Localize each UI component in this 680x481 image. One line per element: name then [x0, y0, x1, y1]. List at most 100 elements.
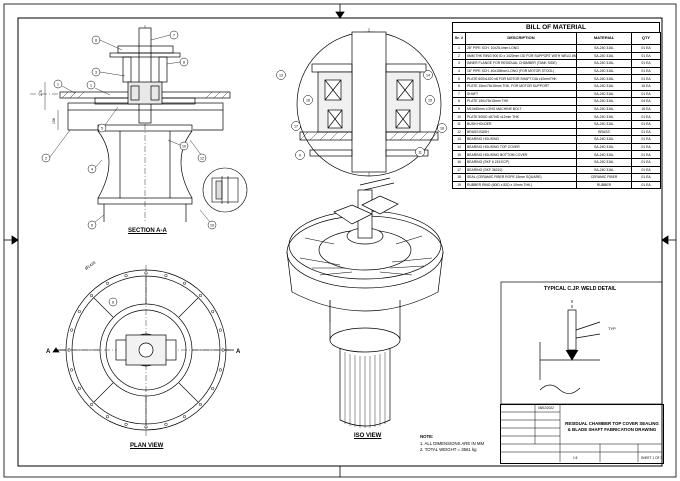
bolt-hole	[105, 281, 110, 285]
weld-detail-title: TYPICAL C.JP. WELD DETAIL	[543, 286, 617, 292]
bom-cell-no: 13	[452, 135, 466, 144]
section-a-a-view	[30, 25, 231, 223]
balloon-6: 6	[112, 300, 114, 304]
bom-cell-description: PLATE 600x1420 x8 FOR MOTOR SHAFT DIA x1…	[465, 74, 577, 83]
bom-cell-description: BEARING HOUSING	[465, 135, 577, 144]
plan-bolt-holes	[67, 271, 225, 429]
balloon-8b: 8	[183, 60, 185, 64]
balloon-14: 14	[426, 73, 430, 77]
title-block-grid	[500, 404, 662, 462]
bom-cell-material: SA-240 316L	[576, 89, 632, 99]
bom-cell-qty: 01 EA	[631, 51, 661, 61]
bom-cell-qty: 01 EA	[631, 112, 661, 121]
dimension-275: 275	[39, 90, 43, 96]
bom-cell-qty: 01 EA	[631, 180, 661, 190]
iso-view-label: ISO VIEW	[354, 433, 382, 439]
balloon-1b: 1	[57, 82, 59, 86]
balloon-17: 17	[294, 124, 298, 128]
section-balloons	[41, 30, 217, 230]
bom-cell-description: BEARING (SKF 6 215 ECP)	[465, 157, 577, 167]
plan-view	[60, 265, 232, 436]
bom-cell-description: SHAFT	[465, 89, 577, 99]
bom-cell-qty: 01 EA	[631, 119, 661, 129]
bolt-hole	[77, 386, 81, 391]
bom-cell-description: RUBBER RING (60ID x 82D x 10mm THK.)	[465, 180, 577, 190]
bom-cell-qty: 16 EA	[631, 81, 661, 91]
drawing-title-line1: RESIDUAL CHAMBER TOP COVER SEALING	[565, 421, 659, 426]
bolt-hole	[144, 425, 148, 429]
bom-header-qty: QTY	[631, 32, 661, 45]
bom-cell-material: RUBBER	[576, 180, 632, 190]
bolt-hole	[164, 274, 168, 278]
bom-cell-material: SA-240 316L	[576, 150, 632, 159]
balloon-2: 2	[45, 156, 47, 160]
iso-view	[286, 177, 444, 428]
bom-cell-qty: 16 EA	[631, 104, 661, 114]
bom-cell-no: 1	[452, 44, 466, 53]
bom-cell-no: 14	[452, 142, 466, 152]
bom-cell-no: 5	[452, 74, 466, 83]
bom-cell-qty: 01 EA	[631, 165, 661, 175]
bom-cell-no: 2	[452, 51, 466, 61]
section-marker-left: A	[46, 349, 51, 355]
bolt-hole	[90, 294, 94, 298]
bom-cell-qty: 01 EA	[631, 150, 661, 159]
balloon-3: 3	[95, 70, 97, 74]
bom-cell-material: SA-240 316L	[576, 157, 632, 167]
bom-cell-no: 7	[452, 89, 466, 99]
section-view-label: SECTION A-A	[128, 228, 167, 234]
bom-cell-no: 8	[452, 97, 466, 106]
bom-cell-description: BUSH HOLDER	[465, 119, 577, 129]
bom-cell-material: SA-240 316L	[576, 59, 632, 68]
bom-cell-no: 10	[452, 112, 466, 121]
bolt-hole	[90, 402, 94, 407]
bom-header-description: DESCRIPTION	[465, 32, 577, 45]
weld-detail-box	[500, 281, 663, 405]
bom-cell-no: 18	[452, 173, 466, 182]
bolt-hole	[70, 328, 74, 332]
bom-cell-qty: 01 EA	[631, 74, 661, 83]
note-2: 2. TOTAL WEIGHT = 3561 kg	[420, 447, 477, 452]
bolt-hole	[67, 348, 71, 352]
bolt-hole	[182, 281, 187, 285]
bom-cell-material: BRASS	[576, 127, 632, 137]
bom-header-material: MATERIAL	[576, 32, 632, 45]
weld-typ-label: TYP	[608, 326, 616, 331]
bom-cell-no: 19	[452, 180, 466, 190]
bom-cell-no: 11	[452, 119, 466, 129]
bom-cell-material: SA-240 316L	[576, 51, 632, 61]
bom-cell-qty: 01 EA	[631, 173, 661, 182]
balloon-19: 19	[210, 223, 214, 227]
bolt-hole	[218, 328, 222, 332]
bom-cell-qty: 04 EA	[631, 97, 661, 106]
bom-cell-material: SA-240 316L	[576, 135, 632, 144]
notes-header: NOTE:	[420, 434, 434, 439]
bom-cell-qty: 01 EA	[631, 89, 661, 99]
bom-cell-material: SA-240 316L	[576, 112, 632, 121]
bom-cell-material: SA-240 316L	[576, 97, 632, 106]
section-balloon-numbers: 8 7 8 3 1 1 5 2 4 10 12 19 5	[45, 33, 214, 227]
section-arrows	[52, 347, 234, 353]
bearing-detail-circle	[296, 28, 442, 177]
note-1: 1. ALL DIMENSIONS ARE IN MM	[420, 440, 485, 446]
title-block-sheet: SHEET 1 OF 3	[641, 456, 663, 460]
bom-cell-no: 3	[452, 59, 466, 68]
bom-cell-no: 16	[452, 157, 466, 167]
bom-cell-qty: 01 EA	[631, 127, 661, 137]
bom-cell-no: 4	[452, 66, 466, 76]
bom-cell-material: CERAMIC FIBER	[576, 173, 632, 182]
balloon-11: 11	[418, 150, 422, 154]
bom-cell-material: SA-240 316L	[576, 165, 632, 175]
bolt-hole	[198, 402, 202, 407]
